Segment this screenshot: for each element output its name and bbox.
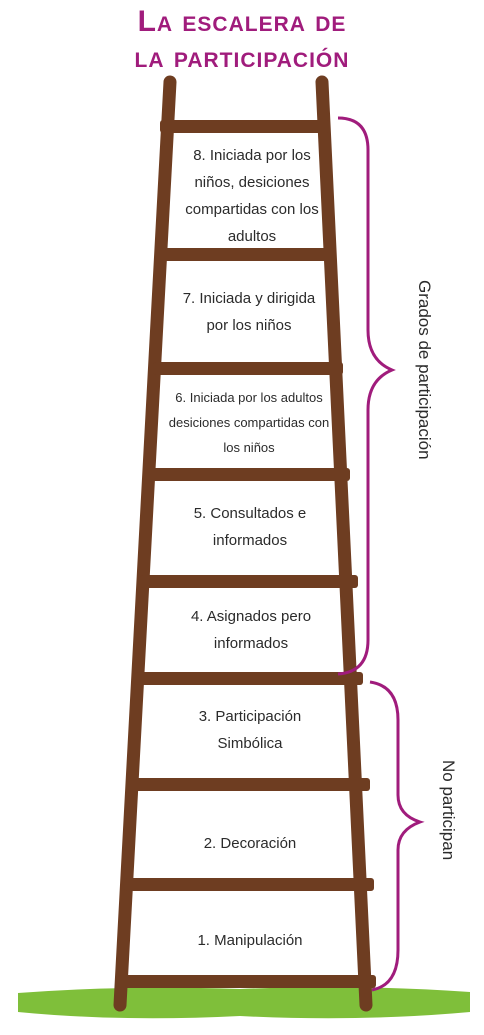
rung <box>147 468 350 481</box>
step-7-label: 7. Iniciada y dirigida por los niños <box>182 290 316 334</box>
step-2-label: 2. Decoración <box>203 835 297 852</box>
no-participation-label: No participan <box>439 760 458 861</box>
rung <box>124 878 374 891</box>
step-5-label: 5. Consultados e informados <box>193 505 307 549</box>
ladder-right-rail <box>315 75 373 1012</box>
rung <box>128 778 370 791</box>
step-8-label: 8. Iniciada por los niños, desiciones co… <box>185 147 319 245</box>
rung <box>140 575 358 588</box>
rung <box>135 672 363 685</box>
grass-ground <box>18 987 470 1019</box>
rung-top <box>160 120 330 133</box>
step-6-label: 6. Iniciada por los adultos desiciones c… <box>168 390 330 455</box>
ladder-rungs <box>118 120 376 988</box>
title-line-1: La escalera de <box>137 5 347 38</box>
rung <box>160 248 336 261</box>
diagram-title: La escalera de la participación <box>0 4 484 76</box>
step-4-label: 4. Asignados pero informados <box>190 608 312 652</box>
rung <box>153 362 343 375</box>
step-3-label: 3. Participación Simbólica <box>198 708 302 752</box>
participation-label: Grados de participación <box>415 280 434 460</box>
title-line-2: la participación <box>134 41 350 74</box>
ladder-left-rail <box>113 75 177 1012</box>
step-1-label: 1. Manipulación <box>197 932 303 949</box>
participation-bracket <box>337 116 396 676</box>
rung-bottom <box>118 975 376 988</box>
no-participation-bracket <box>369 680 425 992</box>
